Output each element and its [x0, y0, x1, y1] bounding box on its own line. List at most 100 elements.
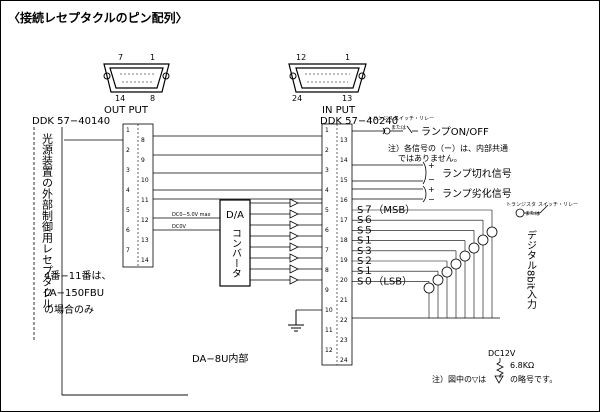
in-pin-top-right: 1 — [345, 53, 350, 62]
buffer-triangle — [289, 264, 299, 274]
in-pin-bottom-right: 13 — [342, 94, 352, 103]
out-pin-column — [122, 123, 154, 268]
in-pin-number: 11 — [325, 327, 333, 334]
digital-transistor-label: トランジスタ — [506, 201, 536, 208]
in-pin-number: 2 — [325, 147, 329, 154]
out-pin-number: 14 — [141, 257, 149, 264]
out-pin-top-left: 7 — [118, 53, 123, 62]
lamp-onoff-label: ランプON/OFF — [421, 126, 489, 138]
out-pin-number: 3 — [126, 167, 130, 174]
lamp-note-line2: ではありません。 — [398, 154, 462, 163]
out-pin-number: 12 — [141, 217, 149, 224]
model-note-line1: 4番−11番は、 — [44, 270, 111, 282]
in-model-label: DDK 57−40240 — [320, 116, 398, 127]
da-range-label: DC0∼5.0V max — [172, 212, 211, 218]
cut-plus: + — [428, 161, 435, 170]
dc12v-label: DC12V — [488, 349, 516, 358]
out-pin-number: 13 — [141, 237, 149, 244]
out-pin-number: 7 — [126, 247, 130, 254]
in-pin-number: 15 — [340, 177, 348, 184]
degrade-minus: − — [428, 195, 435, 204]
signal-label: S６ — [357, 215, 373, 226]
in-pin-number: 1 — [325, 127, 329, 134]
lamp-switch-icon — [352, 125, 418, 135]
out-pin-number: 6 — [126, 227, 130, 234]
buffer-triangle — [289, 275, 299, 285]
buffer-triangle — [289, 253, 299, 263]
in-pin-number: 9 — [325, 287, 329, 294]
in-pin-number: 4 — [325, 187, 329, 194]
in-pin-top-left: 12 — [296, 53, 306, 62]
in-pin-number: 19 — [340, 257, 348, 264]
lamp-degrade-label: ランプ劣化信号 — [442, 187, 512, 200]
resistor-label: 6.8KΩ — [510, 361, 534, 370]
converter-label: コンバータ — [230, 228, 242, 278]
in-pin-number: 14 — [340, 157, 348, 164]
buffer-array — [250, 198, 322, 285]
buffer-triangle — [289, 220, 299, 230]
buffer-triangle — [289, 198, 299, 208]
transistor-symbol — [459, 250, 471, 262]
digital-switch-icon — [515, 204, 549, 218]
out-put-label: OUT PUT — [104, 105, 149, 116]
cut-minus: − — [428, 175, 435, 184]
transistor-symbol — [441, 266, 453, 278]
transistor-symbol — [486, 226, 498, 238]
diagram-title: 〈接続レセプタクルのピン配列〉 — [8, 10, 188, 25]
signal-label: S１ — [357, 266, 373, 277]
out-model-label: DDK 57−40140 — [32, 116, 110, 127]
in-pin-number: 7 — [325, 247, 329, 254]
in-pin-number: 22 — [340, 317, 348, 324]
buffer-triangle — [289, 231, 299, 241]
in-pin-number: 24 — [340, 357, 348, 364]
model-note-line3: の場合のみ — [44, 303, 94, 316]
digital-input-label: デジタル8bit入力 — [525, 229, 537, 310]
transistor-symbol — [423, 282, 435, 294]
triangle-symbol-icon — [494, 375, 504, 384]
out-pin-number: 10 — [141, 177, 149, 184]
out-pin-bottom-right: 8 — [150, 94, 155, 103]
buffer-triangle — [289, 209, 299, 219]
in-pin-number: 16 — [340, 197, 348, 204]
in-pin-bottom-left: 24 — [292, 94, 302, 103]
lamp-cut-label: ランプ切れ信号 — [442, 168, 512, 180]
out-pin-number: 9 — [141, 157, 145, 164]
da-internal-label: DA−8U内部 — [192, 352, 248, 365]
lamp-switch-relay-label: スイッチ・リレー — [394, 116, 434, 122]
transistor-symbol — [450, 258, 462, 270]
bottom-note-line1: 注）図中の▽は — [432, 374, 486, 384]
in-connector-icon — [288, 63, 367, 93]
in-pin-number: 17 — [340, 217, 348, 224]
lamp-or-label: または — [391, 125, 406, 131]
out-pin-number: 11 — [141, 197, 149, 204]
in-pin-number: 21 — [340, 297, 348, 304]
in-pin-number: 18 — [340, 237, 348, 244]
ground-icon — [288, 310, 304, 332]
receptacle-vertical-label: 光源装置の外部制御用レセプタクル — [41, 132, 54, 309]
out-pin-number: 1 — [126, 127, 130, 134]
signal-label: S２ — [357, 256, 373, 267]
in-pin-number: 5 — [325, 207, 329, 214]
in-pin-number: 3 — [325, 167, 329, 174]
model-note-line2: LA−150FBU — [44, 288, 104, 299]
transistor-symbol — [477, 234, 489, 246]
out-pin-number: 2 — [126, 147, 130, 154]
out-connector-icon — [103, 63, 170, 93]
in-pin-column — [321, 123, 353, 366]
out-pin-number: 5 — [126, 207, 130, 214]
degrade-plus: + — [428, 185, 435, 194]
in-pin-number: 20 — [340, 277, 348, 284]
signal-label: S１ — [357, 236, 373, 247]
signal-label: S５ — [357, 225, 373, 236]
da-zero-label: DC0V — [172, 224, 187, 230]
out-pin-top-right: 1 — [150, 53, 155, 62]
resistor-icon — [496, 358, 504, 378]
out-pin-number: 4 — [126, 187, 130, 194]
buffer-triangle — [289, 242, 299, 252]
da-label: D/A — [226, 210, 244, 221]
lamp-note-line1: 注）各信号の（ー）は、内部共通 — [388, 143, 508, 153]
in-pin-number: 6 — [325, 227, 329, 234]
signal-label: S３ — [357, 246, 373, 257]
transistor-symbol — [432, 274, 444, 286]
